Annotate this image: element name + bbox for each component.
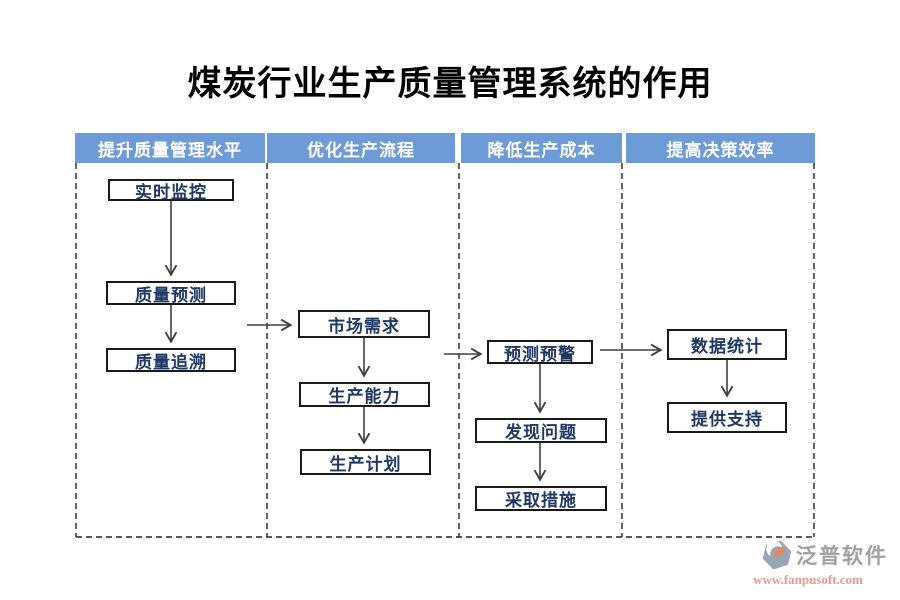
node-forecast-warning: 预测预警 <box>487 340 593 364</box>
lane-header-decision-efficiency: 提高决策效率 <box>626 133 815 163</box>
node-quality-prediction: 质量预测 <box>106 281 236 305</box>
node-problem-identification: 发现问题 <box>475 418 607 443</box>
node-production-capacity: 生产能力 <box>299 382 430 407</box>
watermark-row: 泛普软件 <box>762 539 888 571</box>
page-title: 煤炭行业生产质量管理系统的作用 <box>187 65 713 103</box>
lane-header-quality-management: 提升质量管理水平 <box>75 133 265 163</box>
lane-header-reduce-cost: 降低生产成本 <box>461 133 622 163</box>
watermark-url-link[interactable]: www.fanpusoft.com <box>753 572 863 587</box>
node-production-plan: 生产计划 <box>300 449 431 475</box>
lane-header-optimize-process: 优化生产流程 <box>267 133 455 163</box>
node-provide-support: 提供支持 <box>667 402 787 433</box>
watermark-brand-text: 泛普软件 <box>796 545 888 568</box>
watermark: 泛普软件 www.fanpusoft.com <box>728 539 888 588</box>
node-realtime-monitoring: 实时监控 <box>108 179 234 202</box>
fanpu-logo-icon <box>762 540 792 570</box>
node-quality-traceability: 质量追溯 <box>106 348 236 372</box>
node-data-statistics: 数据统计 <box>667 329 787 360</box>
node-market-demand: 市场需求 <box>298 310 430 338</box>
node-take-measures: 采取措施 <box>475 486 607 511</box>
